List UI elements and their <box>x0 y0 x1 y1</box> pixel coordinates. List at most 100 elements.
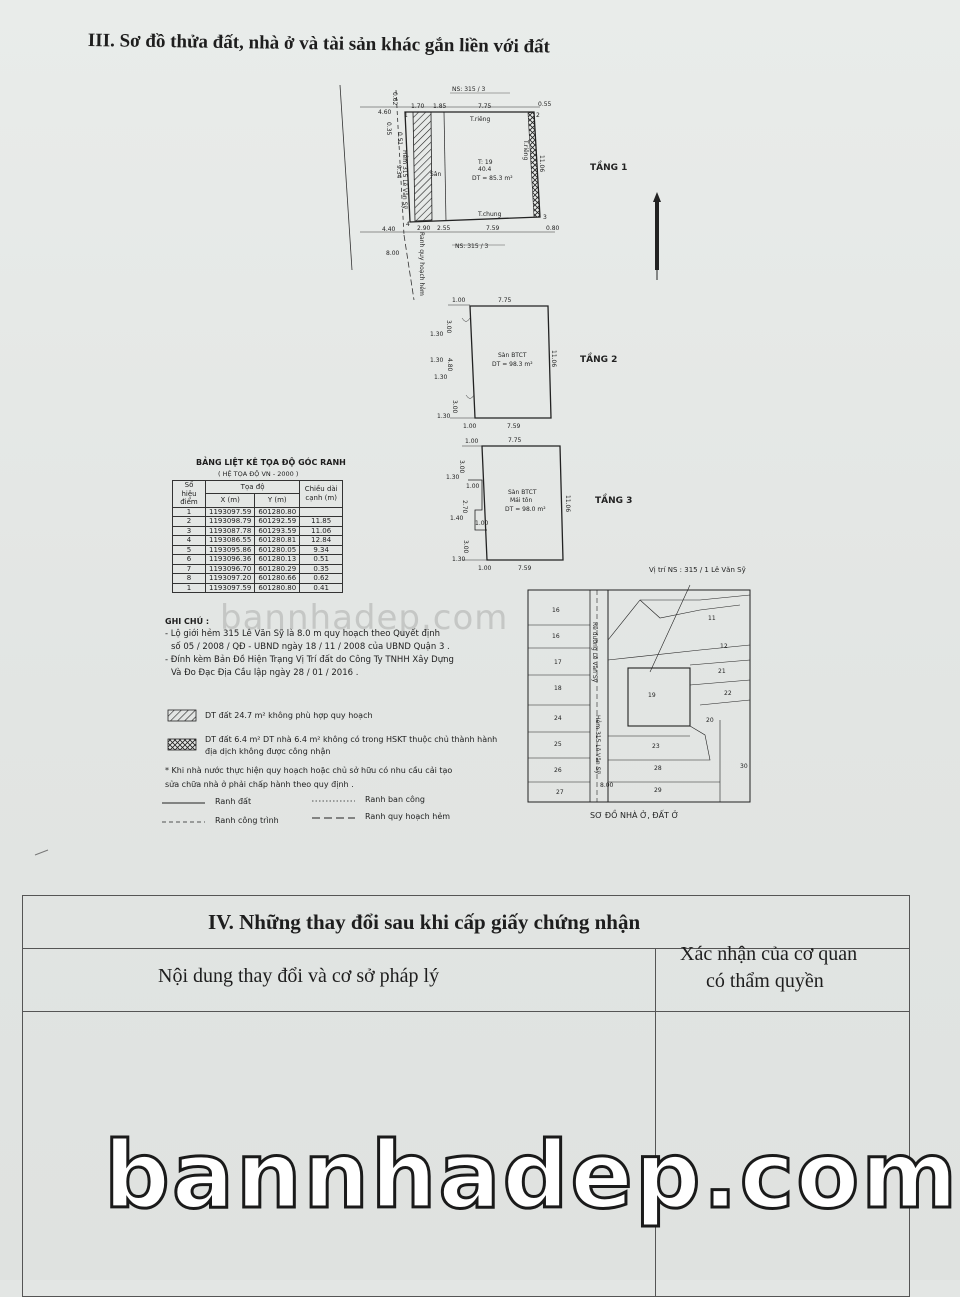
coords-cell-len: 12.84 <box>299 535 344 546</box>
dim: 1.30 <box>434 374 448 381</box>
coords-cell-p: 8 <box>172 573 206 584</box>
lot-number: 12 <box>720 643 728 650</box>
lot-number: 20 <box>706 717 714 724</box>
dim: 7.59 <box>507 423 521 430</box>
coords-cell-y: 601293.59 <box>254 525 301 536</box>
f1-lot-sub: 40.4 <box>478 166 492 173</box>
point-label: 1 <box>404 112 408 119</box>
col-content-header: Nội dung thay đổi và cơ sở pháp lý <box>158 965 440 987</box>
hatch-note-1: DT đất 24.7 m² không phù hợp quy hoạch <box>205 711 373 720</box>
coords-cell-x: 1193096.70 <box>204 563 256 574</box>
lot-number: 17 <box>554 659 562 666</box>
f1-bottom-wall: T.chung <box>477 211 502 218</box>
watermark-small: bannhadep.com <box>220 598 509 638</box>
coords-cell-x: 1193095.86 <box>204 544 256 555</box>
point-label: 4 <box>406 221 410 228</box>
coords-cell-x: 1193086.55 <box>204 535 256 546</box>
dim: 11.06 <box>538 155 545 172</box>
coords-cell-x: 1193097.59 <box>204 506 256 517</box>
f2-label: TẦNG 2 <box>580 352 617 365</box>
coords-cell-p: 3 <box>172 525 206 536</box>
dim: 0.62 <box>391 92 398 106</box>
dim: 1.30 <box>452 556 466 563</box>
dim: 9.34 <box>395 165 402 179</box>
location-caption: SƠ ĐỒ NHÀ Ở, ĐẤT Ở <box>590 808 679 820</box>
coords-cell-x: 1193097.59 <box>204 582 256 593</box>
f1-ns-bottom: NS: 315 / 3 <box>455 243 489 250</box>
coords-cell-y: 601280.80 <box>254 582 301 593</box>
dim: 2.70 <box>461 500 468 514</box>
coords-cell-y: 601292.59 <box>254 516 301 527</box>
coords-cell-len: 9.34 <box>299 544 344 555</box>
notes: GHI CHÚ : - Lộ giới hẻm 315 Lê Văn Sỹ là… <box>165 615 454 680</box>
coords-cell-p: 2 <box>172 516 206 527</box>
coords-cell-len: 0.41 <box>299 582 344 593</box>
table-divider <box>23 948 909 949</box>
dim: 0.35 <box>385 122 392 136</box>
coords-subtitle: ( HỆ TỌA ĐỘ VN - 2000 ) <box>218 470 299 478</box>
dim: 1.00 <box>478 565 492 572</box>
lot-number: 19 <box>648 692 656 699</box>
col-y: Y (m) <box>254 493 301 508</box>
f3-area: DT = 98.0 m² <box>505 506 546 513</box>
location-map: 16 16 17 18 24 25 26 27 11 12 19 21 22 2… <box>527 566 751 820</box>
coords-cell-y: 601280.29 <box>254 563 301 574</box>
dim: 3.00 <box>458 460 465 474</box>
dim: 7.59 <box>518 565 532 572</box>
dim: 7.59 <box>486 225 500 232</box>
site-plan-drawings: NS: 315 / 3 NS: 315 / 3 T.riêng T.chung … <box>34 84 751 856</box>
coords-cell-x: 1193097.20 <box>204 573 256 584</box>
dim: 0.80 <box>546 225 560 232</box>
coords-cell-len: 11.06 <box>299 525 344 536</box>
dim: 4.40 <box>382 226 396 233</box>
dim: 2.90 <box>417 225 431 232</box>
table-divider <box>655 948 656 1296</box>
f1-top-wall: T.riêng <box>469 116 490 123</box>
hatch-note-2a: DT đất 6.4 m² DT nhà 6.4 m² không có tro… <box>205 735 498 744</box>
dim: 1.85 <box>433 103 447 110</box>
col-point: Số hiệu điểm <box>172 480 206 508</box>
col-coord: Tọa độ <box>204 479 301 495</box>
coords-cell-x: 1193087.78 <box>204 525 256 536</box>
dim: 1.30 <box>430 357 444 364</box>
note-3a: * Khi nhà nước thực hiện quy hoạch hoặc … <box>165 766 453 775</box>
floor2-plan: 1.00 7.75 1.30 3.00 1.30 4.80 1.30 3.00 … <box>430 297 617 430</box>
dim: 11.06 <box>564 495 571 512</box>
notes-heading: GHI CHÚ : <box>165 617 210 626</box>
legend-ranh-quy-hoach: Ranh quy hoạch hẻm <box>365 812 451 821</box>
dim: 3.00 <box>445 320 452 334</box>
hatch-note-2b: địa dịch không được công nhận <box>205 747 331 756</box>
road-name: Rẽ đường Lê Văn Sỹ <box>591 622 598 683</box>
coords-cell-len: 0.35 <box>299 563 344 574</box>
coords-cell-len <box>299 506 344 517</box>
coords-cell-p: 6 <box>172 554 206 565</box>
lot-number: 21 <box>718 668 726 675</box>
col-confirm-header-line2: có thẩm quyền <box>706 970 824 992</box>
coords-cell-y: 601280.80 <box>254 506 301 517</box>
dim: 0.51 <box>396 132 403 146</box>
dim: 1.00 <box>475 520 489 527</box>
lot-number: 22 <box>724 690 732 697</box>
f1-label: TẦNG 1 <box>590 160 627 173</box>
section4-title: IV. Những thay đổi sau khi cấp giấy chứn… <box>208 910 641 934</box>
coords-cell-p: 4 <box>172 535 206 546</box>
legend-symbols <box>162 709 355 823</box>
dim: 3.00 <box>462 540 469 554</box>
lot-number: 25 <box>554 741 562 748</box>
watermark-big: bannhadep.com <box>102 1121 960 1231</box>
note-1a: - Lộ giới hẻm 315 Lê Văn Sỹ là 8.0 m quy… <box>165 629 441 639</box>
dim: 0.55 <box>538 101 552 108</box>
lot-number: 27 <box>556 789 564 796</box>
floor3-plan: 1.00 7.75 3.00 1.30 1.00 2.70 1.40 1.00 … <box>446 437 632 572</box>
f1-area: DT = 85.3 m² <box>472 175 513 182</box>
dim: 7.75 <box>478 103 492 110</box>
coords-cell-len: 11.85 <box>299 516 344 527</box>
f2-area: DT = 98.3 m² <box>492 361 533 368</box>
